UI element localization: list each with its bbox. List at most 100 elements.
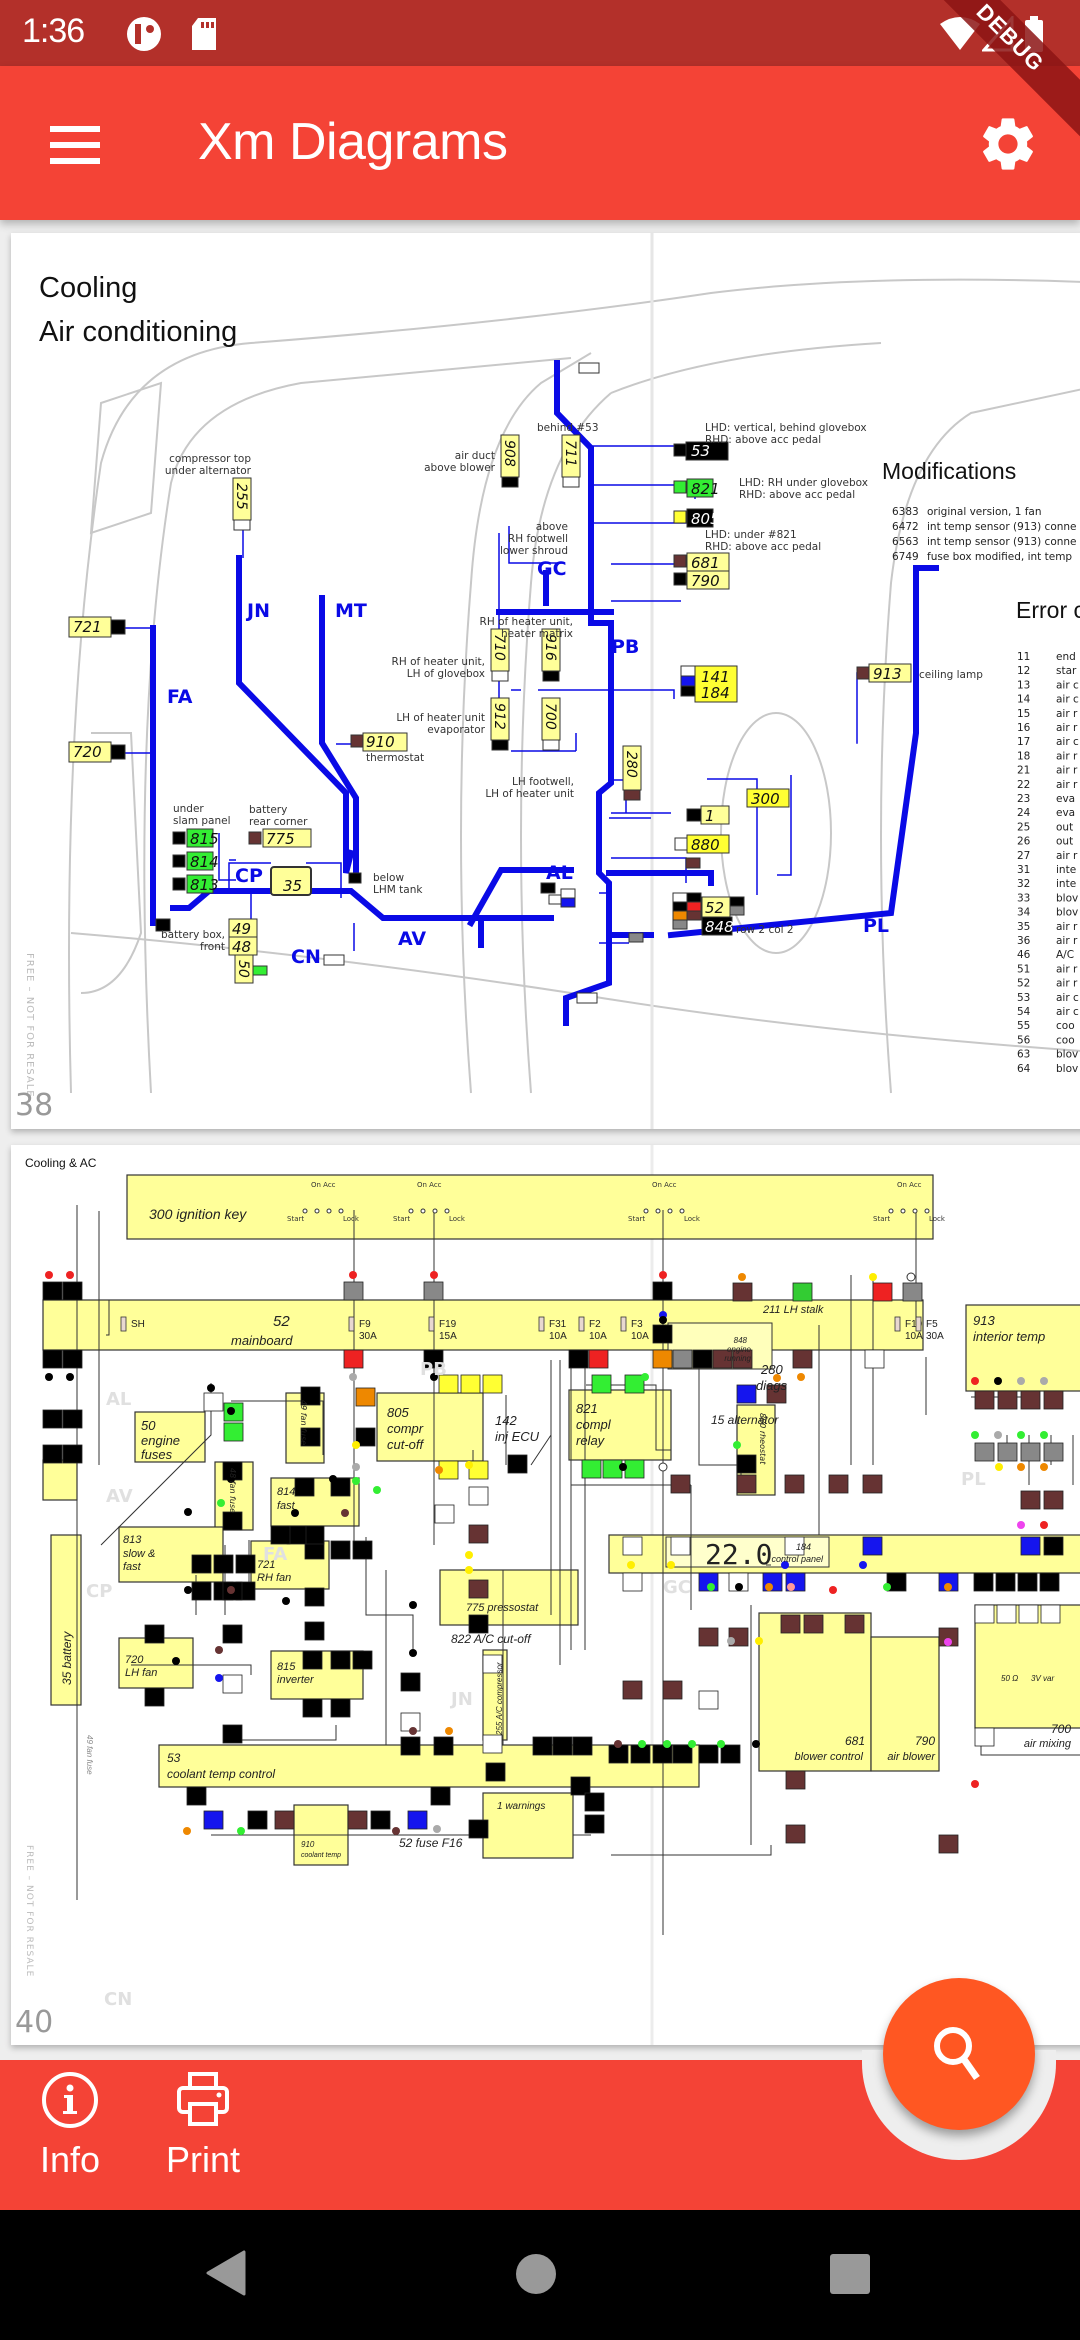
harness-label-gc: GC <box>537 558 567 580</box>
error-text: air r <box>1056 935 1078 947</box>
back-triangle-icon[interactable] <box>200 2248 250 2298</box>
connector-tile <box>347 1810 368 1830</box>
switch-contact <box>924 1208 930 1214</box>
label-engine: engine <box>727 1345 752 1354</box>
connector-tile <box>302 1650 323 1670</box>
error-text: blov <box>1056 1063 1078 1075</box>
settings-button[interactable] <box>976 112 1040 176</box>
component-910: 910 <box>366 733 395 751</box>
connector-tile <box>300 1427 321 1447</box>
note-821-1: LHD: RH under glovebox <box>739 477 868 489</box>
fuse-rating: 10A <box>549 1331 567 1342</box>
faint-label-pb: PB <box>420 1359 447 1380</box>
info-circle-icon <box>42 2072 98 2128</box>
note-53-2: RHD: above acc pedal <box>705 434 821 446</box>
switch-label-start: Start <box>393 1215 410 1223</box>
connector-tile <box>652 1744 673 1764</box>
connector-tile <box>460 1374 481 1394</box>
info-button[interactable]: Info <box>28 2070 112 2200</box>
label-compressor: 255 A/C compressor <box>495 1662 504 1736</box>
wire-color-dot <box>727 1637 735 1645</box>
connector-tile <box>886 1572 907 1592</box>
connector-tile <box>1020 1390 1041 1410</box>
wire-color-dot <box>227 1475 235 1483</box>
wire-color-dot <box>1017 1521 1025 1529</box>
wire-color-dot <box>430 1271 438 1279</box>
modification-text: fuse box modified, int temp <box>927 551 1072 563</box>
error-code: 31 <box>1017 864 1030 876</box>
connector-tile <box>1040 1604 1061 1624</box>
component-710: 710 <box>491 634 507 661</box>
connector-tile <box>400 1736 421 1756</box>
component-916: 916 <box>542 634 558 661</box>
component-280: 280 <box>623 751 639 778</box>
error-code: 32 <box>1017 878 1030 890</box>
connector-tile <box>568 1349 589 1369</box>
connector-tile <box>736 1474 757 1494</box>
wire-color-dot <box>183 1827 191 1835</box>
component-908: 908 <box>501 440 517 467</box>
error-text: eva <box>1056 807 1075 819</box>
error-text: eva <box>1056 793 1075 805</box>
note-footwell-2: RH footwell <box>508 533 568 545</box>
switch-contact <box>888 1208 894 1214</box>
wire-color-dot <box>66 1271 74 1279</box>
diagram-page-38[interactable]: FA JN MT GC PB CP CN AV AL PL Cooling Ai… <box>11 233 1080 1129</box>
search-fab[interactable] <box>883 1978 1035 2130</box>
connector-tile <box>1043 1390 1064 1410</box>
faint-label-cp: CP <box>86 1581 112 1602</box>
wire-color-dot <box>707 1583 715 1591</box>
error-code: 55 <box>1017 1020 1030 1032</box>
recents-square-icon[interactable] <box>828 2252 872 2296</box>
menu-button[interactable] <box>40 118 112 172</box>
connector-tile <box>400 1672 421 1692</box>
connector-tile <box>584 1814 605 1834</box>
wire-color-dot <box>773 1374 781 1382</box>
diagram-page-40[interactable]: Cooling & AC <box>11 1145 1080 2045</box>
label-engine-fuses-2: engine <box>141 1433 180 1448</box>
switch-contact <box>912 1208 918 1214</box>
switch-contact <box>444 1208 450 1214</box>
connector-tile <box>42 1281 63 1301</box>
wire-color-dot <box>465 1566 473 1574</box>
fuse-name: F10 <box>905 1319 923 1330</box>
print-button[interactable]: Print <box>158 2070 248 2200</box>
wire-color-dot <box>658 1462 668 1472</box>
harness-label-mt: MT <box>335 600 367 622</box>
connector-tile <box>222 1624 243 1644</box>
connector-tile <box>698 1690 719 1710</box>
connector-tile <box>423 1281 444 1301</box>
wire-color-dot <box>465 1461 473 1469</box>
connector-tile <box>670 1536 691 1556</box>
connector-tile <box>622 1680 643 1700</box>
status-bar: 1:36 DEBUG <box>0 0 1080 145</box>
connector-pins <box>42 1281 1064 1854</box>
connector-tile <box>370 1810 391 1830</box>
info-label: Info <box>39 2139 101 2180</box>
connector-tile <box>1017 1572 1038 1592</box>
switch-contact <box>326 1208 332 1214</box>
home-circle-icon[interactable] <box>514 2252 558 2296</box>
connector-tile <box>803 1614 824 1634</box>
wire-color-dot <box>663 1740 671 1748</box>
connector-tile <box>423 1349 444 1369</box>
connector-tile <box>828 1474 849 1494</box>
wire-color-dot <box>282 1597 290 1605</box>
label-blower-control: blower control <box>795 1751 864 1763</box>
connector-tile <box>792 1282 813 1302</box>
diagram-viewer[interactable]: FA JN MT GC PB CP CN AV AL PL Cooling Ai… <box>0 220 1080 2060</box>
component-1: 1 <box>705 807 715 825</box>
harness-label-pl: PL <box>863 915 889 937</box>
print-label: Print <box>165 2139 241 2180</box>
connector-tile <box>222 1724 243 1744</box>
wire-color-dot <box>217 1499 225 1507</box>
fuse-symbol <box>538 1316 545 1332</box>
connector-tile <box>652 1281 673 1301</box>
faint-label-pl: PL <box>961 1469 986 1490</box>
component-700: 700 <box>542 703 558 730</box>
note-air-duct-2: above blower <box>424 462 496 474</box>
note-compressor-2: under alternator <box>165 465 252 477</box>
connector-tile <box>482 1654 503 1674</box>
harness-label-al: AL <box>546 862 573 884</box>
connector-tile <box>552 1736 573 1756</box>
